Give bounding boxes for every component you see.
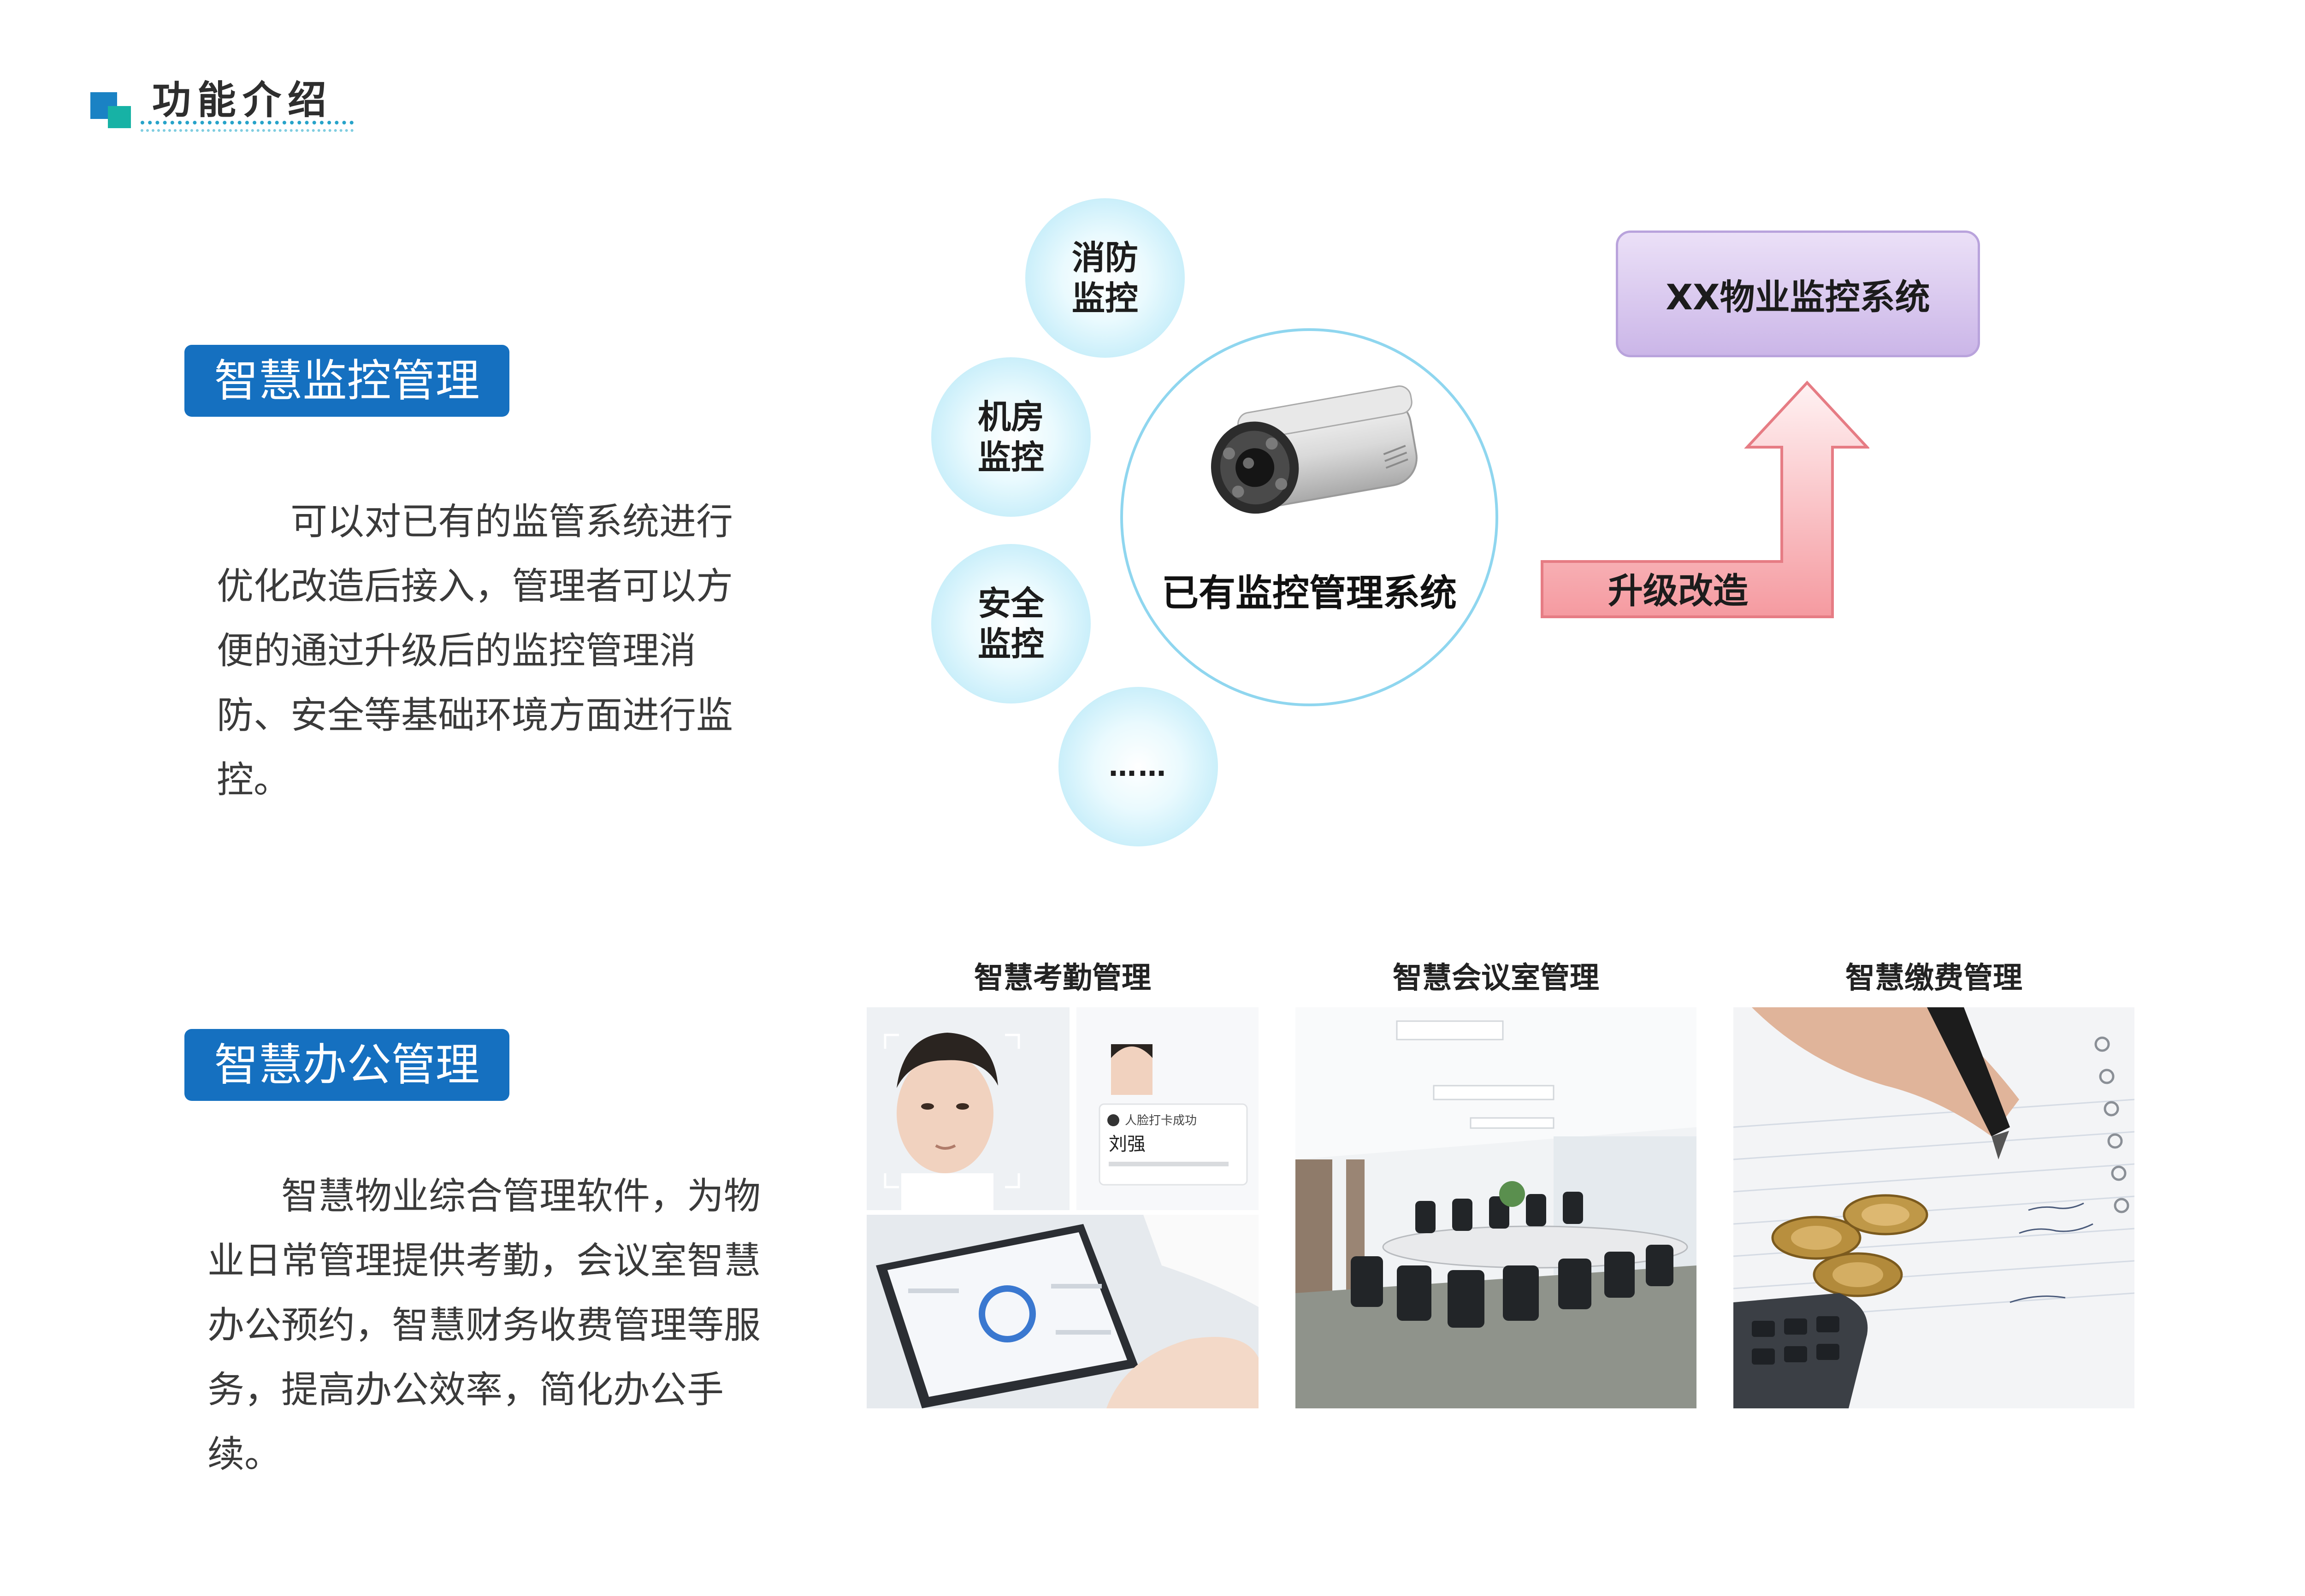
upgrade-label: 升级改造: [1608, 570, 1748, 611]
target-system-label: XX物业监控系统: [1666, 276, 1930, 318]
section-badge-monitoring: 智慧监控管理: [184, 345, 509, 417]
attendance-photo: 人脸打卡成功 刘强: [867, 1007, 1259, 1408]
existing-system-circle: [1120, 328, 1498, 706]
bubble-label: 安全监控: [977, 584, 1044, 663]
meeting-room-photo: [1295, 1007, 1696, 1408]
bubble-security-monitoring: 安全监控: [931, 544, 1091, 703]
existing-system-label: 已有监控管理系统: [1162, 572, 1457, 615]
header-underline-secondary: [141, 129, 354, 132]
bubble-label: ……: [1109, 751, 1168, 783]
photo-caption-attendance: 智慧考勤管理: [974, 961, 1151, 995]
bubble-server-room-monitoring: 机房监控: [931, 357, 1091, 517]
header-underline: [141, 121, 354, 124]
attendance-card-name: 刘强: [1109, 1134, 1146, 1155]
payment-illustration: [1733, 1007, 2134, 1408]
attendance-card-status: 人脸打卡成功: [1125, 1114, 1197, 1128]
bubble-label: 消防监控: [1071, 238, 1138, 318]
meeting-room-illustration: [1295, 1007, 1696, 1408]
section-badge-office: 智慧办公管理: [184, 1029, 509, 1101]
section-description-office: 智慧物业综合管理软件，为物业日常管理提供考勤，会议室智慧办公预约，智慧财务收费管…: [207, 1175, 761, 1476]
security-camera-illustration: [1211, 385, 1418, 514]
attendance-photo-illustration: 人脸打卡成功 刘强: [867, 1007, 1259, 1408]
bubble-fire-monitoring: 消防监控: [1025, 198, 1185, 358]
bubble-label: 机房监控: [977, 397, 1044, 477]
upgrade-arrow: [1541, 380, 1869, 618]
page-title: 功能介绍: [152, 77, 333, 123]
payment-photo: [1733, 1007, 2134, 1408]
target-system-box: XX物业监控系统: [1616, 231, 1980, 357]
header-decoration-square-accent: [108, 106, 131, 128]
photo-caption-payment: 智慧缴费管理: [1845, 961, 2022, 995]
bubble-more: ……: [1058, 687, 1218, 846]
photo-caption-meeting-room: 智慧会议室管理: [1393, 961, 1599, 995]
section-description-monitoring: 可以对已有的监管系统进行优化改造后接入，管理者可以方便的通过升级后的监控管理消防…: [217, 500, 733, 801]
